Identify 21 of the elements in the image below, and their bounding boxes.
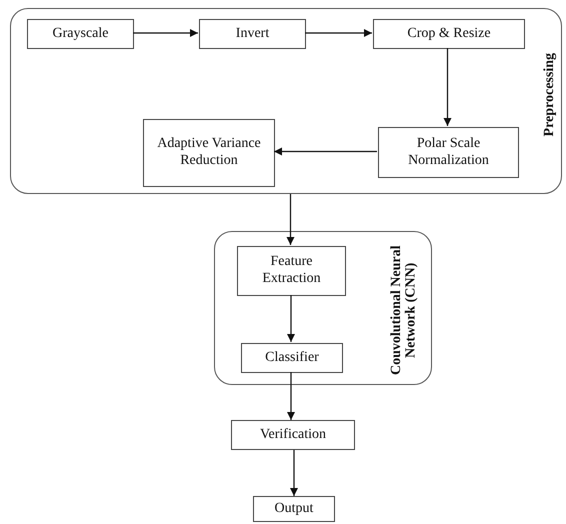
process-box: Feature Extraction [237, 246, 346, 296]
process-box: Classifier [241, 343, 343, 373]
process-box: Output [253, 496, 335, 522]
process-box: Verification [231, 420, 355, 450]
process-box: Grayscale [27, 19, 134, 49]
arrow [133, 29, 198, 37]
process-box: Invert [199, 19, 306, 49]
process-box: Crop & Resize [373, 19, 525, 49]
group-label: Couvolutional Neural Network (CNN) [390, 244, 419, 377]
arrow [287, 372, 295, 420]
process-box: Adaptive Variance Reduction [143, 119, 275, 187]
group-container [214, 231, 432, 385]
arrow [286, 194, 294, 245]
group-container [10, 8, 562, 194]
arrow [305, 29, 372, 37]
arrow [287, 295, 295, 342]
arrow [444, 48, 452, 126]
arrow [290, 450, 298, 496]
process-box: Polar Scale Normalization [378, 127, 519, 178]
arrow [274, 148, 377, 156]
group-label: Preprocessing [543, 53, 558, 136]
